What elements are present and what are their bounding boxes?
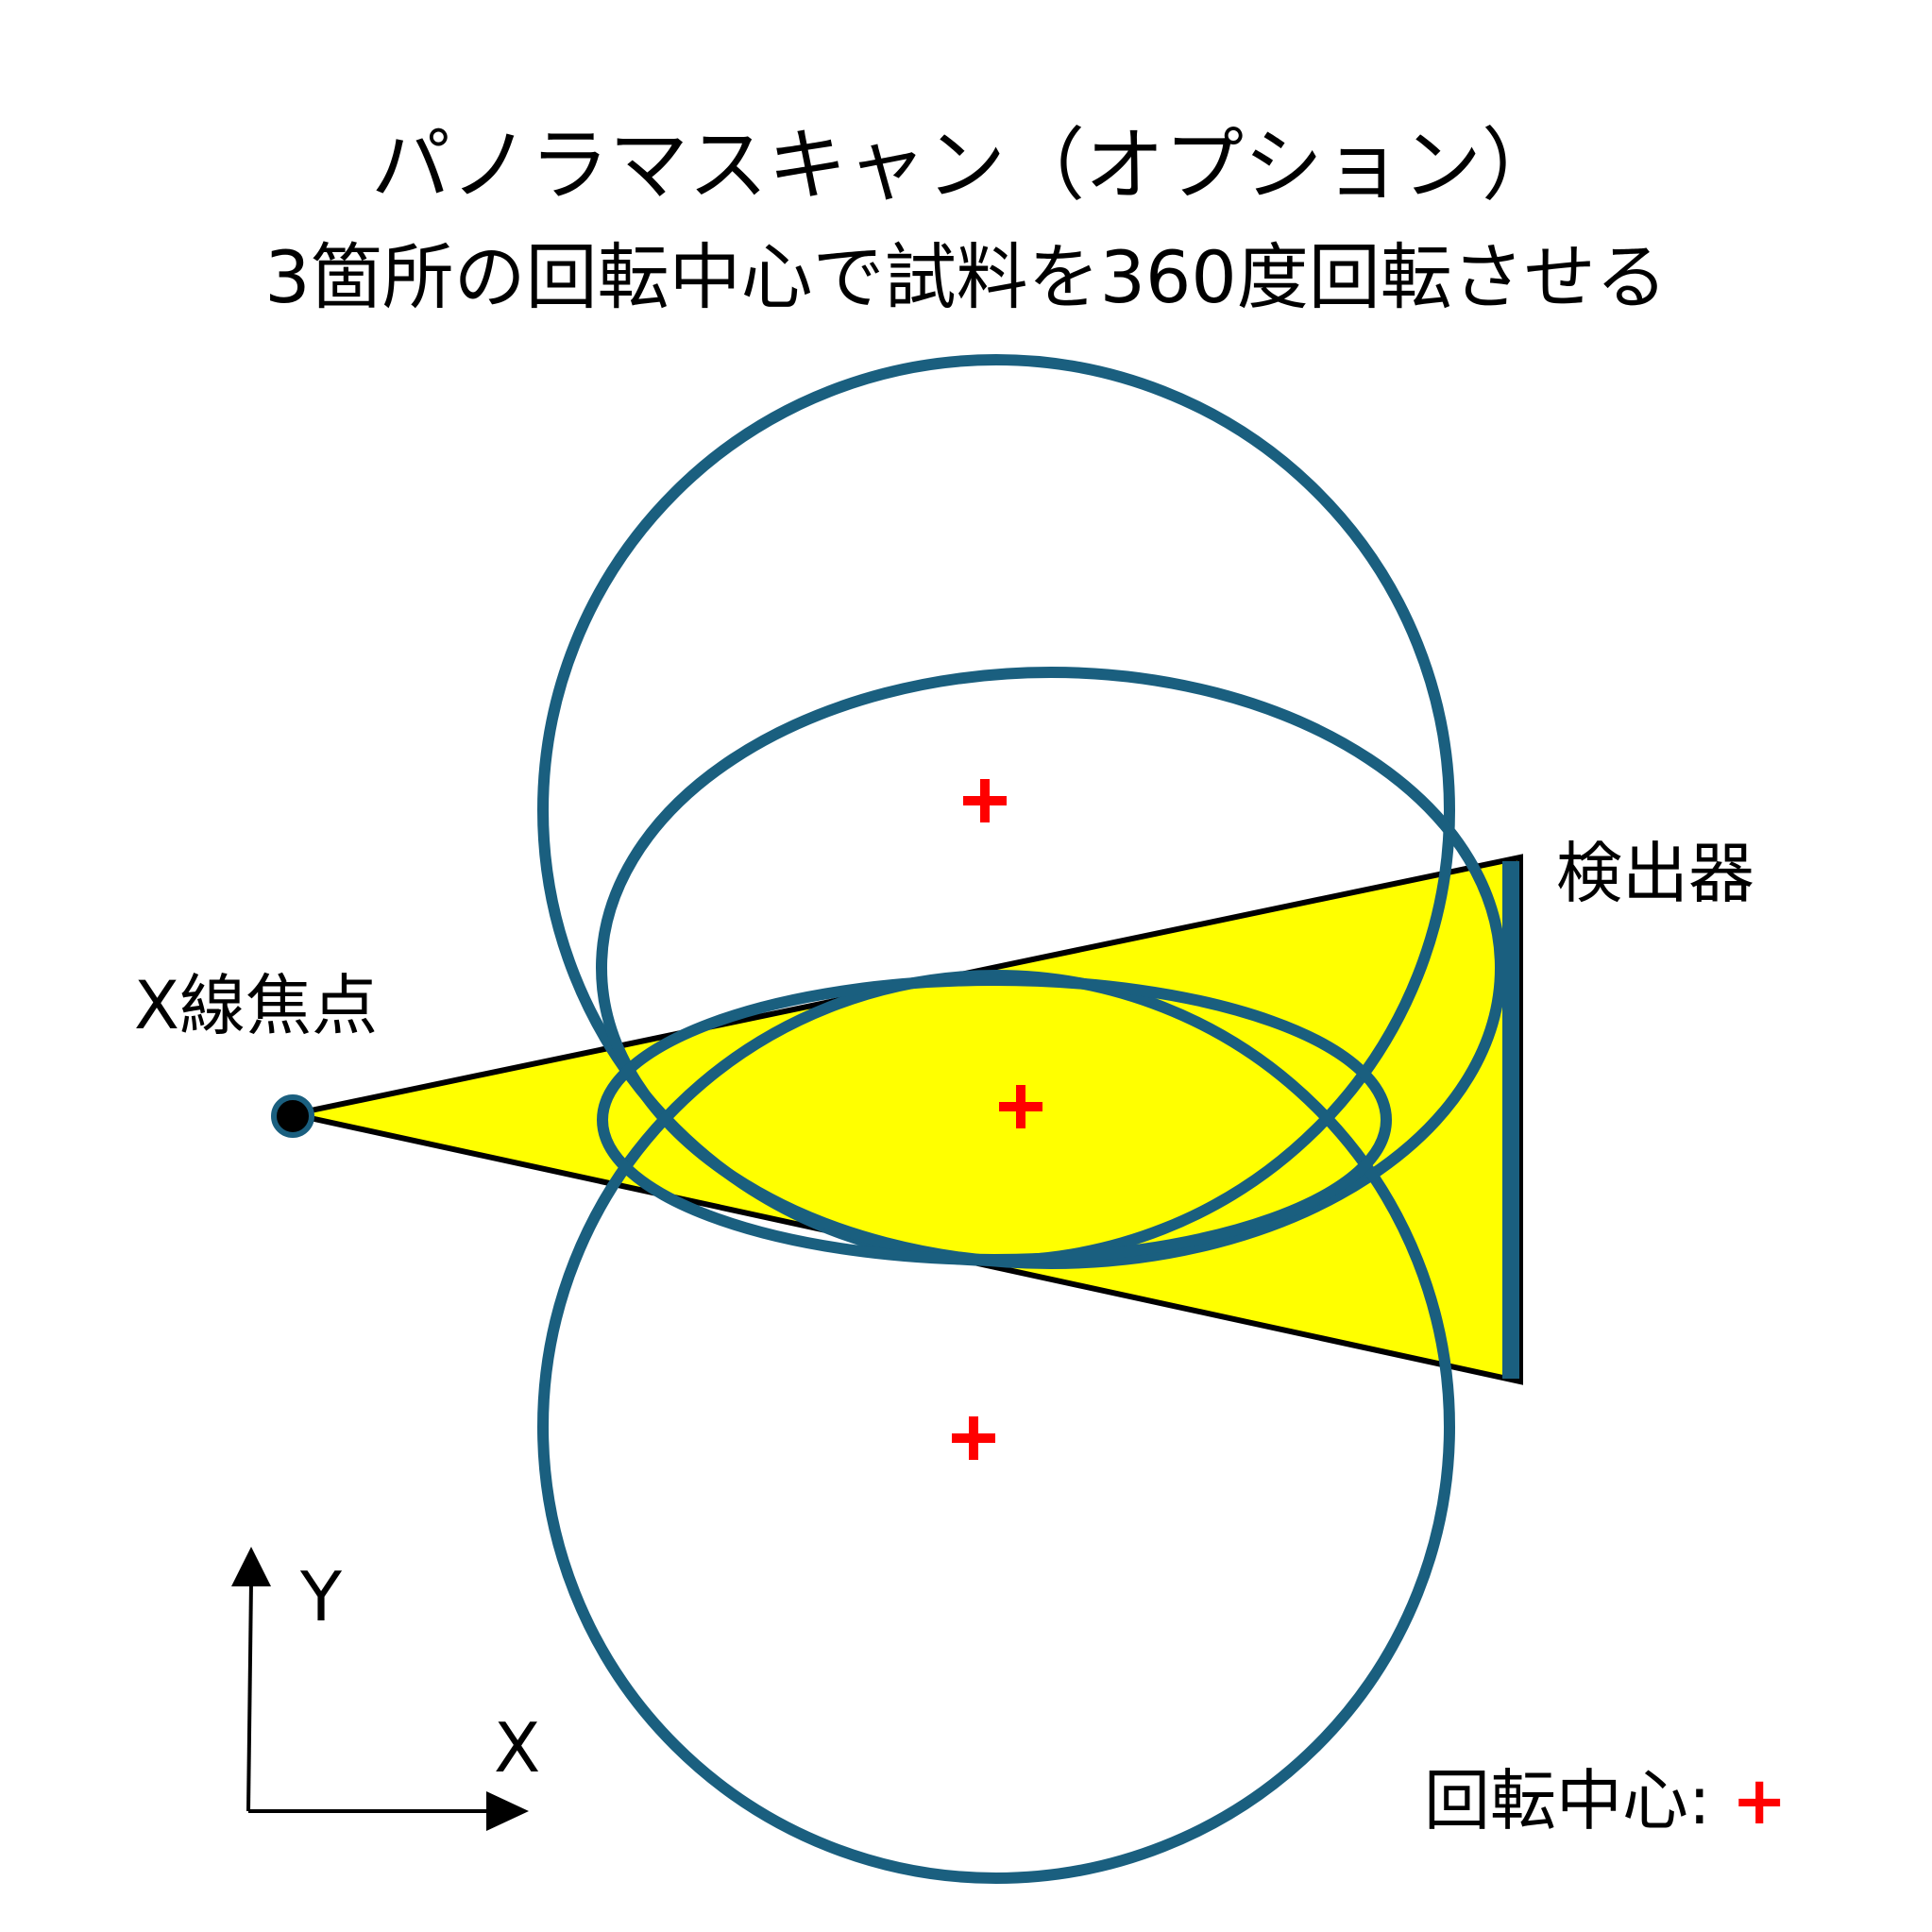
legend-text: 回転中心: <box>1424 1762 1732 1839</box>
xray-beam-fan <box>292 854 1523 1385</box>
axis-y-line <box>246 1581 253 1812</box>
detector-label: 検出器 <box>1556 835 1754 912</box>
rotation-center-marker-lower <box>952 1416 995 1460</box>
rotation-circle-inner <box>597 974 1392 1265</box>
axis-y-label: Y <box>300 1557 342 1636</box>
rotation-center-marker-middle <box>999 1085 1042 1128</box>
diagram-subtitle: 3箇所の回転中心で試料を360度回転させる <box>264 235 1668 319</box>
coordinate-axes <box>231 1547 529 1831</box>
axis-x-arrowhead <box>486 1791 529 1831</box>
axis-x-label: X <box>494 1708 541 1788</box>
rotation-center-marker-upper <box>963 779 1007 822</box>
diagram-title: パノラマスキャン（オプション） <box>370 119 1561 212</box>
legend-rotation-center-mark: + <box>1731 1762 1788 1839</box>
axis-y-arrowhead <box>231 1547 271 1586</box>
xray-focal-spot-label: X線焦点 <box>134 967 378 1044</box>
xray-focal-spot <box>271 1094 314 1138</box>
legend: 回転中心: + <box>1424 1768 1788 1834</box>
